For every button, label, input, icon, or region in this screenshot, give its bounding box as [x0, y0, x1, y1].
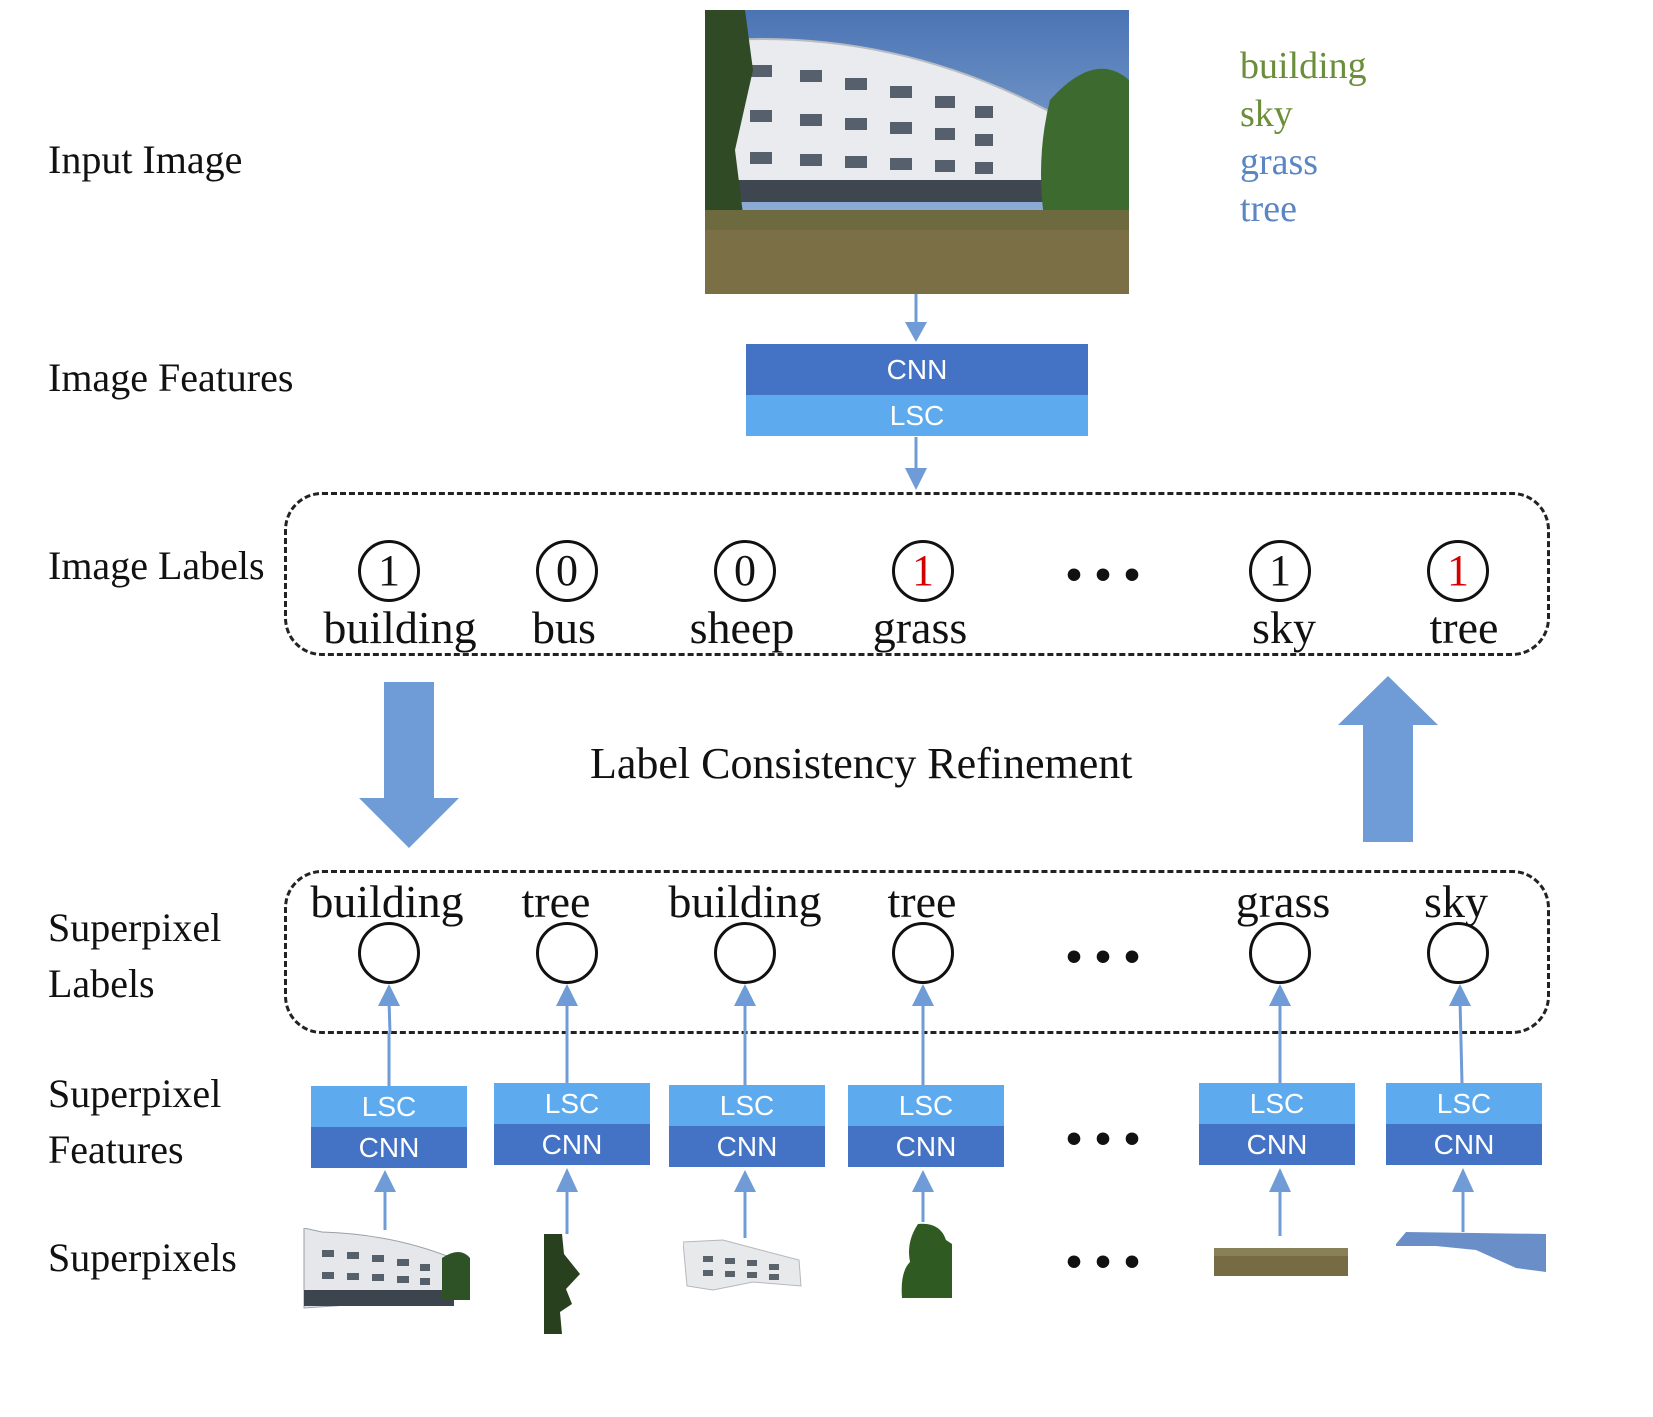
label-value-sky: 1: [1249, 540, 1311, 602]
image-labels-ellipsis: •••: [1062, 556, 1150, 597]
sp3-lsc-block: LSC: [669, 1085, 825, 1126]
superpixel-sky-thumbnail: [1396, 1232, 1546, 1272]
sp-label-tree-2: tree: [887, 876, 957, 927]
row-label-superpixel-features-line1: Superpixel: [48, 1071, 222, 1116]
label-name-sky: sky: [1252, 602, 1316, 653]
sp2-lsc-block: LSC: [494, 1083, 650, 1124]
input-tag-sky: sky: [1240, 93, 1293, 135]
row-label-superpixel-features: Superpixel Features: [48, 1066, 221, 1178]
label-name-bus: bus: [532, 602, 596, 653]
superpixels-ellipsis: •••: [1062, 1243, 1150, 1284]
input-tag-grass: grass: [1240, 141, 1319, 183]
input-tag-tree: tree: [1240, 188, 1297, 230]
superpixel-tree-thumbnail-1: [544, 1234, 580, 1334]
sp-circle-1: [358, 922, 420, 984]
sp5-cnn-block: CNN: [1199, 1124, 1355, 1165]
sp-label-building-2: building: [668, 876, 822, 927]
down-block-arrow: [359, 682, 459, 848]
sp-features-ellipsis: •••: [1062, 1120, 1150, 1161]
sp-label-sky: sky: [1424, 876, 1488, 927]
sp-labels-ellipsis: •••: [1062, 938, 1150, 979]
input-photo: [705, 10, 1129, 294]
superpixel-labels-group: [284, 870, 1550, 1034]
sp1-cnn-block: CNN: [311, 1127, 467, 1168]
up-block-arrow: [1338, 676, 1438, 842]
sp3-cnn-block: CNN: [669, 1126, 825, 1167]
superpixel-grass-thumbnail: [1214, 1248, 1348, 1276]
sp4-lsc-block: LSC: [848, 1085, 1004, 1126]
sp-label-tree-1: tree: [521, 876, 591, 927]
input-tag-building: building: [1240, 45, 1367, 87]
sp5-lsc-block: LSC: [1199, 1083, 1355, 1124]
sp6-lsc-block: LSC: [1386, 1083, 1542, 1124]
row-label-superpixel-labels-line2: Labels: [48, 961, 155, 1006]
sp-circle-6: [1427, 922, 1489, 984]
sp4-cnn-block: CNN: [848, 1126, 1004, 1167]
superpixel-building-thumbnail-2: [683, 1239, 802, 1291]
label-name-building: building: [323, 602, 477, 653]
image-labels-group: [284, 492, 1550, 656]
label-value-sheep: 0: [714, 540, 776, 602]
sp-label-grass: grass: [1235, 876, 1331, 927]
image-lsc-block: LSC: [746, 395, 1088, 436]
superpixel-tree-thumbnail-2: [901, 1223, 952, 1298]
sp2-cnn-block: CNN: [494, 1124, 650, 1165]
label-value-building: 1: [358, 540, 420, 602]
label-name-grass: grass: [872, 602, 968, 653]
sp-circle-5: [1249, 922, 1311, 984]
row-label-superpixel-features-line2: Features: [48, 1127, 184, 1172]
refinement-arrows: [359, 676, 1438, 848]
label-value-bus: 0: [536, 540, 598, 602]
row-label-superpixel-labels-line1: Superpixel: [48, 905, 222, 950]
row-label-image-features: Image Features: [48, 355, 294, 400]
superpixel-building-thumbnail: [303, 1228, 470, 1309]
row-label-input-image: Input Image: [48, 137, 243, 182]
sp1-lsc-block: LSC: [311, 1086, 467, 1127]
row-label-superpixel-labels: Superpixel Labels: [48, 900, 221, 1012]
sp-label-building-1: building: [310, 876, 464, 927]
sp-circle-3: [714, 922, 776, 984]
label-name-tree: tree: [1429, 602, 1499, 653]
sp-circle-4: [892, 922, 954, 984]
label-name-sheep: sheep: [689, 602, 795, 653]
row-label-image-labels: Image Labels: [48, 543, 265, 588]
label-value-tree: 1: [1427, 540, 1489, 602]
label-value-grass: 1: [892, 540, 954, 602]
image-cnn-block: CNN: [746, 344, 1088, 395]
row-label-superpixels: Superpixels: [48, 1235, 237, 1280]
sp-circle-2: [536, 922, 598, 984]
sp6-cnn-block: CNN: [1386, 1124, 1542, 1165]
label-consistency-refinement-title: Label Consistency Refinement: [590, 739, 1133, 788]
